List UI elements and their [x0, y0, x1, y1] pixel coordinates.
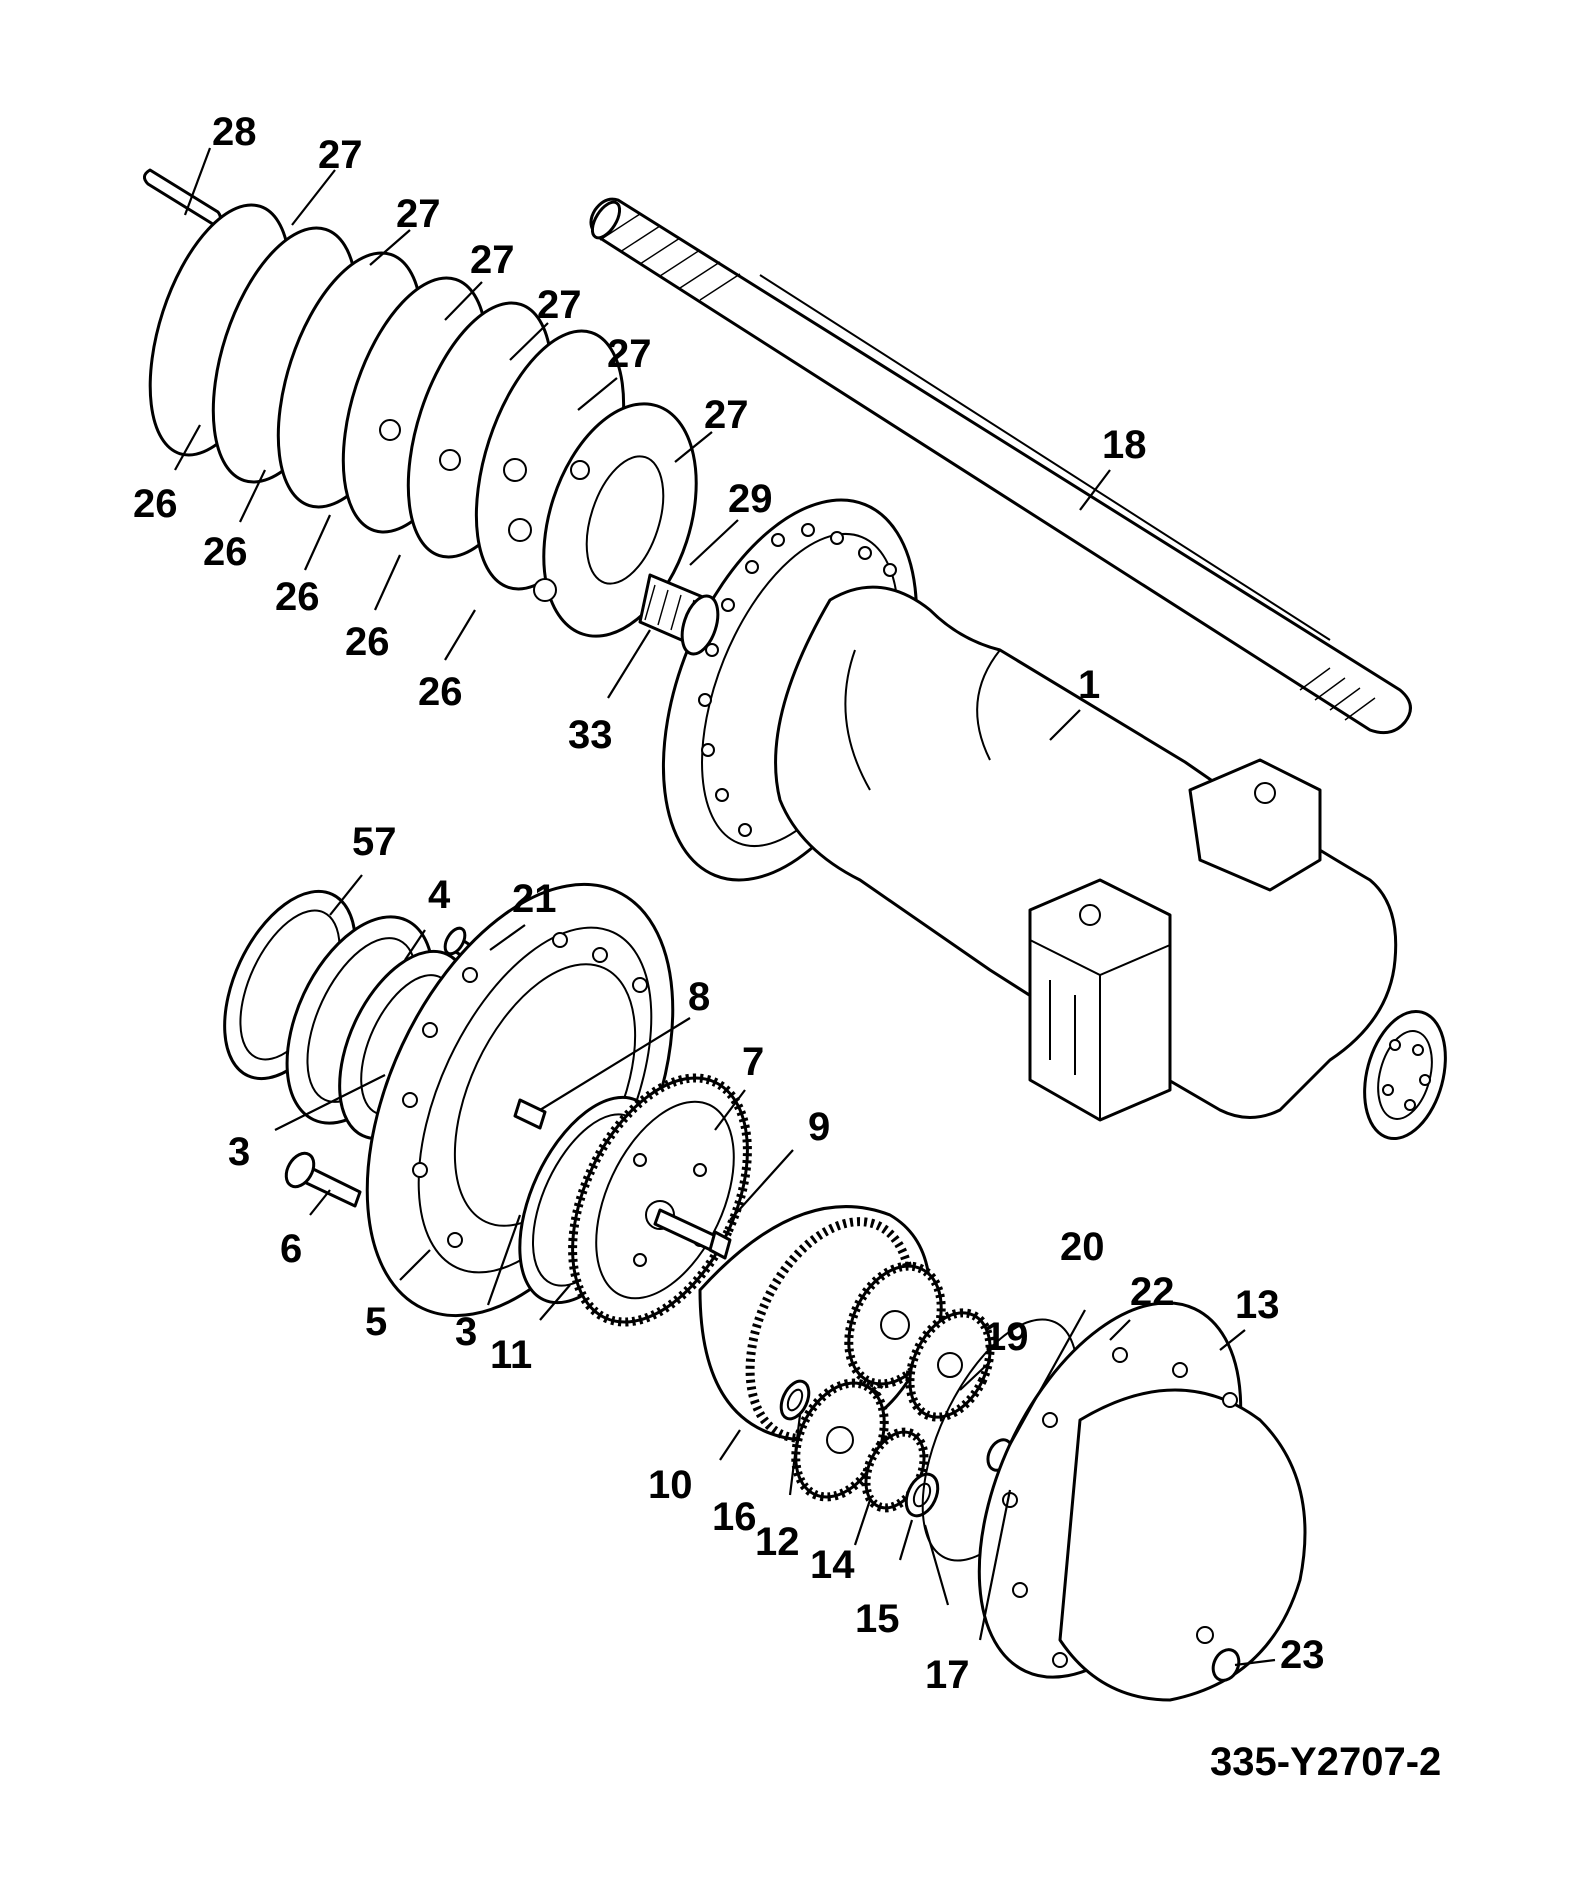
callout-20[interactable]: 20 [1060, 1225, 1105, 1269]
callout-29[interactable]: 29 [728, 477, 773, 521]
hub-cover[interactable] [926, 1262, 1307, 1717]
callout-27[interactable]: 27 [607, 332, 652, 376]
callout-16[interactable]: 16 [712, 1495, 757, 1539]
callout-33[interactable]: 33 [568, 713, 613, 757]
callout-9[interactable]: 9 [808, 1105, 830, 1149]
planet-gear-19[interactable] [894, 1300, 1006, 1430]
callout-3[interactable]: 3 [455, 1310, 477, 1354]
planet-gear-upper[interactable] [831, 1251, 960, 1399]
callout-6[interactable]: 6 [280, 1227, 302, 1271]
callout-28[interactable]: 28 [212, 110, 257, 154]
callout-22[interactable]: 22 [1130, 1270, 1175, 1314]
callout-labels: 28 27 27 27 27 27 27 26 26 26 26 26 29 3… [133, 110, 1325, 1697]
flange-bolt-holes [698, 523, 897, 837]
callout-26[interactable]: 26 [275, 575, 320, 619]
callout-27[interactable]: 27 [470, 238, 515, 282]
dowel[interactable] [513, 1098, 547, 1130]
callout-10[interactable]: 10 [648, 1463, 693, 1507]
callout-27[interactable]: 27 [704, 393, 749, 437]
callout-19[interactable]: 19 [984, 1315, 1029, 1359]
callout-27[interactable]: 27 [537, 283, 582, 327]
bolt-9[interactable] [653, 1208, 732, 1260]
callout-21[interactable]: 21 [512, 877, 557, 921]
stub-shaft[interactable] [638, 573, 724, 658]
callout-14[interactable]: 14 [810, 1543, 855, 1587]
washer-16[interactable] [776, 1377, 815, 1423]
washer-15[interactable] [900, 1469, 944, 1521]
brake-plate-stack[interactable] [123, 188, 724, 656]
pin[interactable] [143, 168, 223, 228]
callout-17[interactable]: 17 [925, 1653, 970, 1697]
drawing-number: 335-Y2707-2 [1210, 1740, 1441, 1784]
axle-housing[interactable] [613, 463, 1458, 1147]
drive-shaft[interactable] [587, 197, 1412, 735]
callout-15[interactable]: 15 [855, 1597, 900, 1641]
plate-holes [379, 419, 590, 602]
drain-plug[interactable] [1208, 1645, 1243, 1684]
callout-5[interactable]: 5 [365, 1300, 387, 1344]
callout-26[interactable]: 26 [133, 482, 178, 526]
callout-27[interactable]: 27 [396, 192, 441, 236]
callout-23[interactable]: 23 [1280, 1633, 1325, 1677]
callout-11[interactable]: 11 [490, 1333, 532, 1377]
callout-13[interactable]: 13 [1235, 1283, 1280, 1327]
callout-4[interactable]: 4 [428, 873, 451, 917]
leader-lines [174, 147, 1276, 1667]
callout-26[interactable]: 26 [345, 620, 390, 664]
callout-57[interactable]: 57 [352, 820, 397, 864]
callout-3[interactable]: 3 [228, 1130, 250, 1174]
callout-7[interactable]: 7 [742, 1040, 764, 1084]
callout-8[interactable]: 8 [688, 975, 710, 1019]
callout-1[interactable]: 1 [1078, 663, 1100, 707]
callout-26[interactable]: 26 [418, 670, 463, 714]
callout-12[interactable]: 12 [755, 1520, 800, 1564]
callout-18[interactable]: 18 [1102, 423, 1147, 467]
callout-27[interactable]: 27 [318, 133, 363, 177]
wheel-stud[interactable] [281, 1148, 362, 1208]
callout-26[interactable]: 26 [203, 530, 248, 574]
